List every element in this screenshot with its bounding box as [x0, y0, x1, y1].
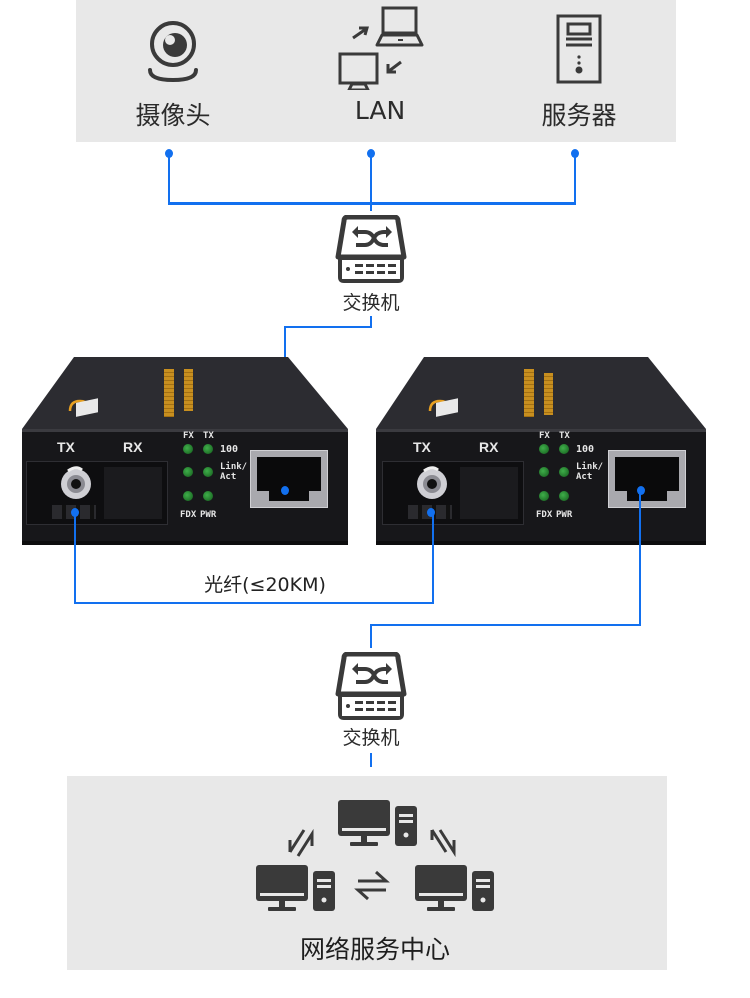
fiber-line-left-drop [74, 512, 76, 604]
led-label-fx: FX [183, 431, 194, 441]
brand-logo-icon [428, 398, 458, 417]
rj45-port[interactable] [608, 450, 686, 508]
network-switch-icon [335, 215, 407, 283]
led-tx-100 [559, 444, 569, 454]
brand-text-vertical-1 [164, 369, 174, 417]
switch-to-left-converter-h [284, 326, 372, 328]
lan-label: LAN [354, 96, 406, 125]
led-tx-link [559, 467, 569, 477]
server-tower-icon [556, 14, 602, 84]
brand-text-vertical-1 [524, 369, 534, 417]
server-drop-line [574, 153, 576, 204]
led-label-100: 100 [576, 444, 595, 455]
fiber-connector-icon [61, 466, 91, 499]
led-label-act: Act [576, 472, 593, 482]
led-label-fx: FX [539, 431, 550, 441]
bottom-switch-down-line [370, 753, 372, 767]
lan-computers-icon [338, 6, 424, 90]
tx-port-label: TX [57, 439, 75, 455]
camera-drop-line [168, 153, 170, 204]
brand-text-vertical-2 [544, 373, 553, 415]
right-rj45-connector-dot [637, 486, 645, 495]
led-fx-link [539, 467, 549, 477]
media-converter-left: TX RX FX TX 100 Link/ Act FDX PWR [22, 355, 348, 545]
rx-port-label: RX [479, 439, 499, 455]
led-label-link: Link/ [220, 462, 248, 472]
left-rj45-connector-dot [281, 486, 289, 495]
media-converter-right: TX RX FX TX 100 Link/ Act FDX PWR [376, 355, 706, 545]
led-tx-100 [203, 444, 213, 454]
led-fdx [539, 491, 549, 501]
led-label-fdx: FDX [180, 510, 197, 520]
led-label-tx: TX [203, 431, 214, 441]
lan-drop-line [370, 153, 372, 211]
led-pwr [559, 491, 569, 501]
right-converter-h-line [370, 624, 641, 626]
led-fdx [183, 491, 193, 501]
right-converter-drop-line [639, 490, 641, 626]
led-pwr [203, 491, 213, 501]
led-fx-100 [539, 444, 549, 454]
brand-text-vertical-2 [184, 369, 193, 411]
led-label-act: Act [220, 472, 237, 482]
fiber-line-bottom [74, 602, 434, 604]
top-switch-label: 交换机 [342, 292, 400, 314]
rx-port-label: RX [123, 439, 143, 455]
bottom-switch-label: 交换机 [342, 727, 400, 749]
webcam-icon [148, 21, 198, 83]
led-fx-100 [183, 444, 193, 454]
led-fx-link [183, 467, 193, 477]
switch-to-left-converter-line [370, 316, 372, 328]
fiber-connector-icon [417, 466, 447, 499]
camera-label: 摄像头 [135, 101, 211, 130]
network-service-center-label: 网络服务中心 [299, 935, 450, 964]
led-label-fdx: FDX [536, 510, 553, 520]
fiber-port-cover [460, 467, 518, 519]
led-label-link: Link/ [576, 462, 604, 472]
network-switch-icon [335, 652, 407, 720]
fiber-port-cover [104, 467, 162, 519]
fiber-line-right-drop [432, 512, 434, 604]
led-label-tx: TX [559, 431, 570, 441]
brand-logo-icon [68, 398, 98, 417]
rj45-port[interactable] [250, 450, 328, 508]
led-tx-link [203, 467, 213, 477]
server-label: 服务器 [541, 101, 617, 130]
right-fiber-connector-dot [427, 508, 435, 517]
bottom-switch-up-line [370, 624, 372, 648]
tx-port-label: TX [413, 439, 431, 455]
fiber-link-label: 光纤(≤20KM) [204, 574, 326, 596]
led-label-100: 100 [220, 444, 239, 455]
led-label-pwr: PWR [556, 510, 573, 520]
network-computers-icon [256, 800, 494, 911]
led-label-pwr: PWR [200, 510, 217, 520]
top-bus-line [168, 202, 576, 205]
